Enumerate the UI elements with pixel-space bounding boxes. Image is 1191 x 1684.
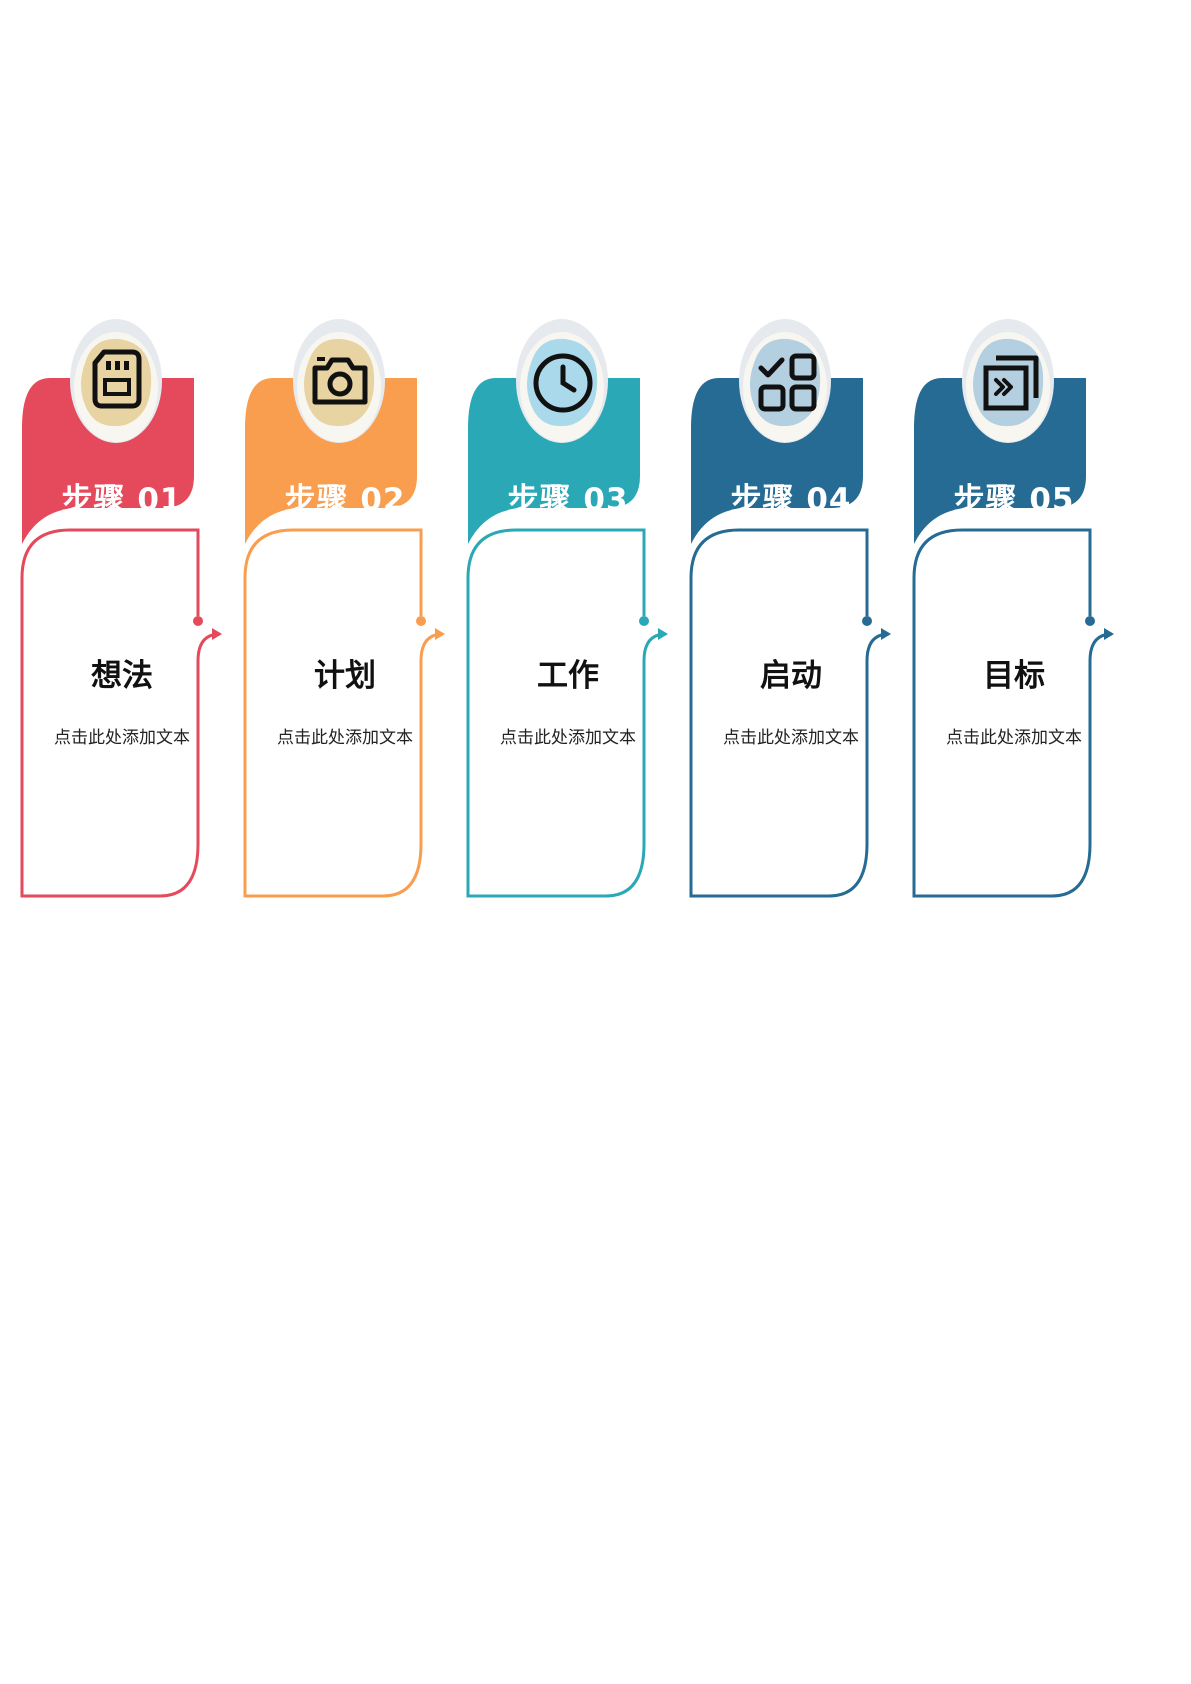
step-label: 步骤 04 xyxy=(730,482,852,518)
step-title: 启动 xyxy=(760,658,822,694)
step-card-3: 步骤 03 工作 点击此处添加文本 xyxy=(466,316,680,898)
step-description[interactable]: 点击此处添加文本 xyxy=(277,728,413,748)
step-description[interactable]: 点击此处添加文本 xyxy=(946,728,1082,748)
step-label: 步骤 01 xyxy=(61,482,183,518)
sd-card-icon xyxy=(92,349,142,409)
step-label: 步骤 02 xyxy=(284,482,406,518)
step-card-5: 步骤 05 目标 点击此处添加文本 xyxy=(912,316,1126,898)
icon-badge xyxy=(736,319,834,449)
step-card-4: 步骤 04 启动 点击此处添加文本 xyxy=(689,316,903,898)
step-description[interactable]: 点击此处添加文本 xyxy=(723,728,859,748)
step-title: 工作 xyxy=(537,658,599,694)
clock-icon xyxy=(532,352,594,414)
camera-icon xyxy=(311,354,369,406)
step-description[interactable]: 点击此处添加文本 xyxy=(54,728,190,748)
step-label: 步骤 05 xyxy=(953,482,1075,518)
step-card-2: 步骤 02 计划 点击此处添加文本 xyxy=(243,316,457,898)
step-description[interactable]: 点击此处添加文本 xyxy=(500,728,636,748)
apps-grid-check-icon xyxy=(757,352,819,414)
step-title: 目标 xyxy=(983,658,1045,694)
forward-window-icon xyxy=(982,354,1040,412)
step-card-1: 步骤 01 想法 点击此处添加文本 xyxy=(20,316,234,898)
step-title: 计划 xyxy=(314,658,376,694)
step-title: 想法 xyxy=(91,658,153,694)
step-label: 步骤 03 xyxy=(507,482,629,518)
